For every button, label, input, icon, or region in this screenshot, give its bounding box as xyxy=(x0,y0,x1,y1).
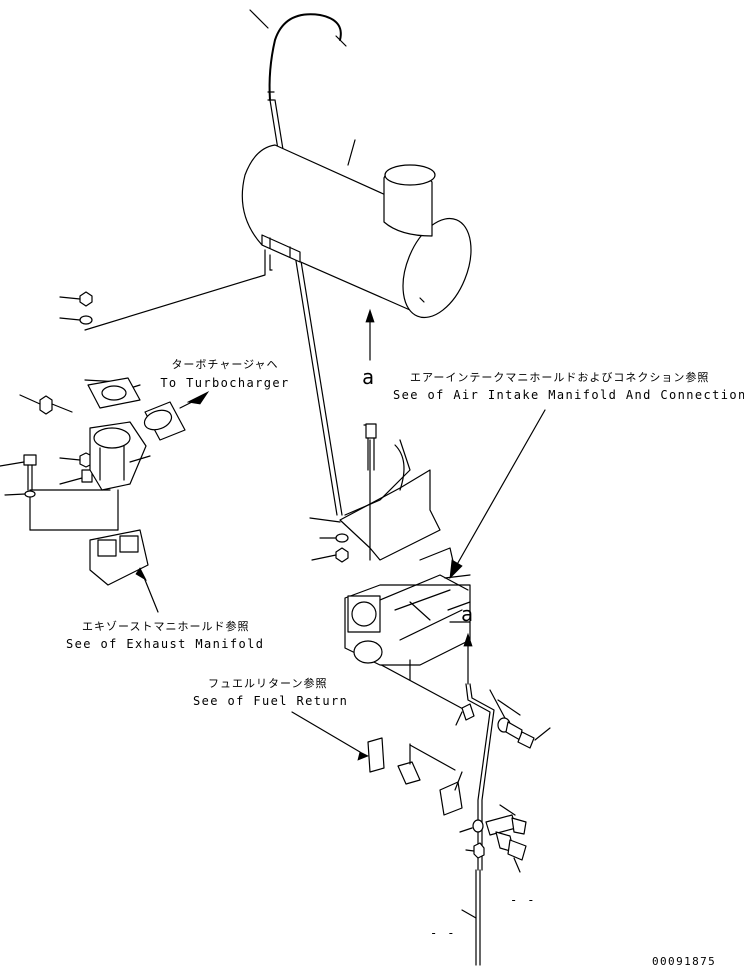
left-washer-2 xyxy=(4,490,36,498)
arrow-a-upper xyxy=(365,308,375,361)
exhaust-manifold xyxy=(89,489,159,613)
fuel-return-label-en: See of Fuel Return xyxy=(193,694,349,708)
lower-washer xyxy=(459,819,484,833)
muffler xyxy=(241,144,472,319)
upper-bolt xyxy=(365,423,377,471)
exhaust-label-en: See of Exhaust Manifold xyxy=(66,637,265,651)
lower-bolt-1 xyxy=(485,804,527,836)
upper-bracket xyxy=(339,424,441,561)
bracket-leader xyxy=(309,517,341,523)
bracket-nut xyxy=(311,547,349,563)
fuel-return-leader xyxy=(291,711,361,753)
left-bolt-3 xyxy=(59,469,93,485)
reference-a-upper: a xyxy=(362,365,376,389)
lower-nut xyxy=(465,842,485,859)
gasket xyxy=(87,377,141,409)
intake-leader xyxy=(449,409,546,580)
figure-number: 00091875 xyxy=(652,955,717,968)
pipe-bolt xyxy=(505,721,551,749)
exhaust-label-jp: エキゾーストマニホールド参照 xyxy=(82,620,250,633)
intake-connection xyxy=(344,547,471,681)
fuel-clip xyxy=(357,737,385,773)
dash-mark-right: - - xyxy=(510,893,536,907)
air-intake-label-en: See of Air Intake Manifold And Connectio… xyxy=(393,388,744,402)
left-bolt xyxy=(0,454,37,491)
turbo-label-jp: ターボチャージャヘ xyxy=(171,358,279,371)
turbo-connector xyxy=(143,390,210,441)
reference-a-lower: a xyxy=(461,602,475,626)
left-stud-bolt xyxy=(19,394,73,415)
lower-leader xyxy=(461,909,477,919)
muffler-bracket xyxy=(261,234,301,263)
assembly-lines xyxy=(29,249,466,771)
left-nut xyxy=(59,291,93,307)
bracket-washer xyxy=(319,533,349,543)
lower-bolt-2 xyxy=(495,831,527,873)
left-bolt-2 xyxy=(59,452,93,468)
dash-mark-bottom: - - xyxy=(430,926,456,940)
air-intake-label-jp: エアーインテークマニホールドおよびコネクション参照 xyxy=(410,371,710,384)
sleeve xyxy=(397,743,421,785)
leader-lines-top xyxy=(249,9,356,166)
left-washer xyxy=(59,315,93,325)
exhaust-elbow xyxy=(89,421,151,491)
bracket-plate xyxy=(439,771,463,816)
fuel-return-label-jp: フュエルリターン参照 xyxy=(208,677,328,690)
turbo-label-en: To Turbocharger xyxy=(160,376,290,390)
arrow-a-lower xyxy=(463,632,473,685)
pipe-clamp xyxy=(455,703,475,726)
